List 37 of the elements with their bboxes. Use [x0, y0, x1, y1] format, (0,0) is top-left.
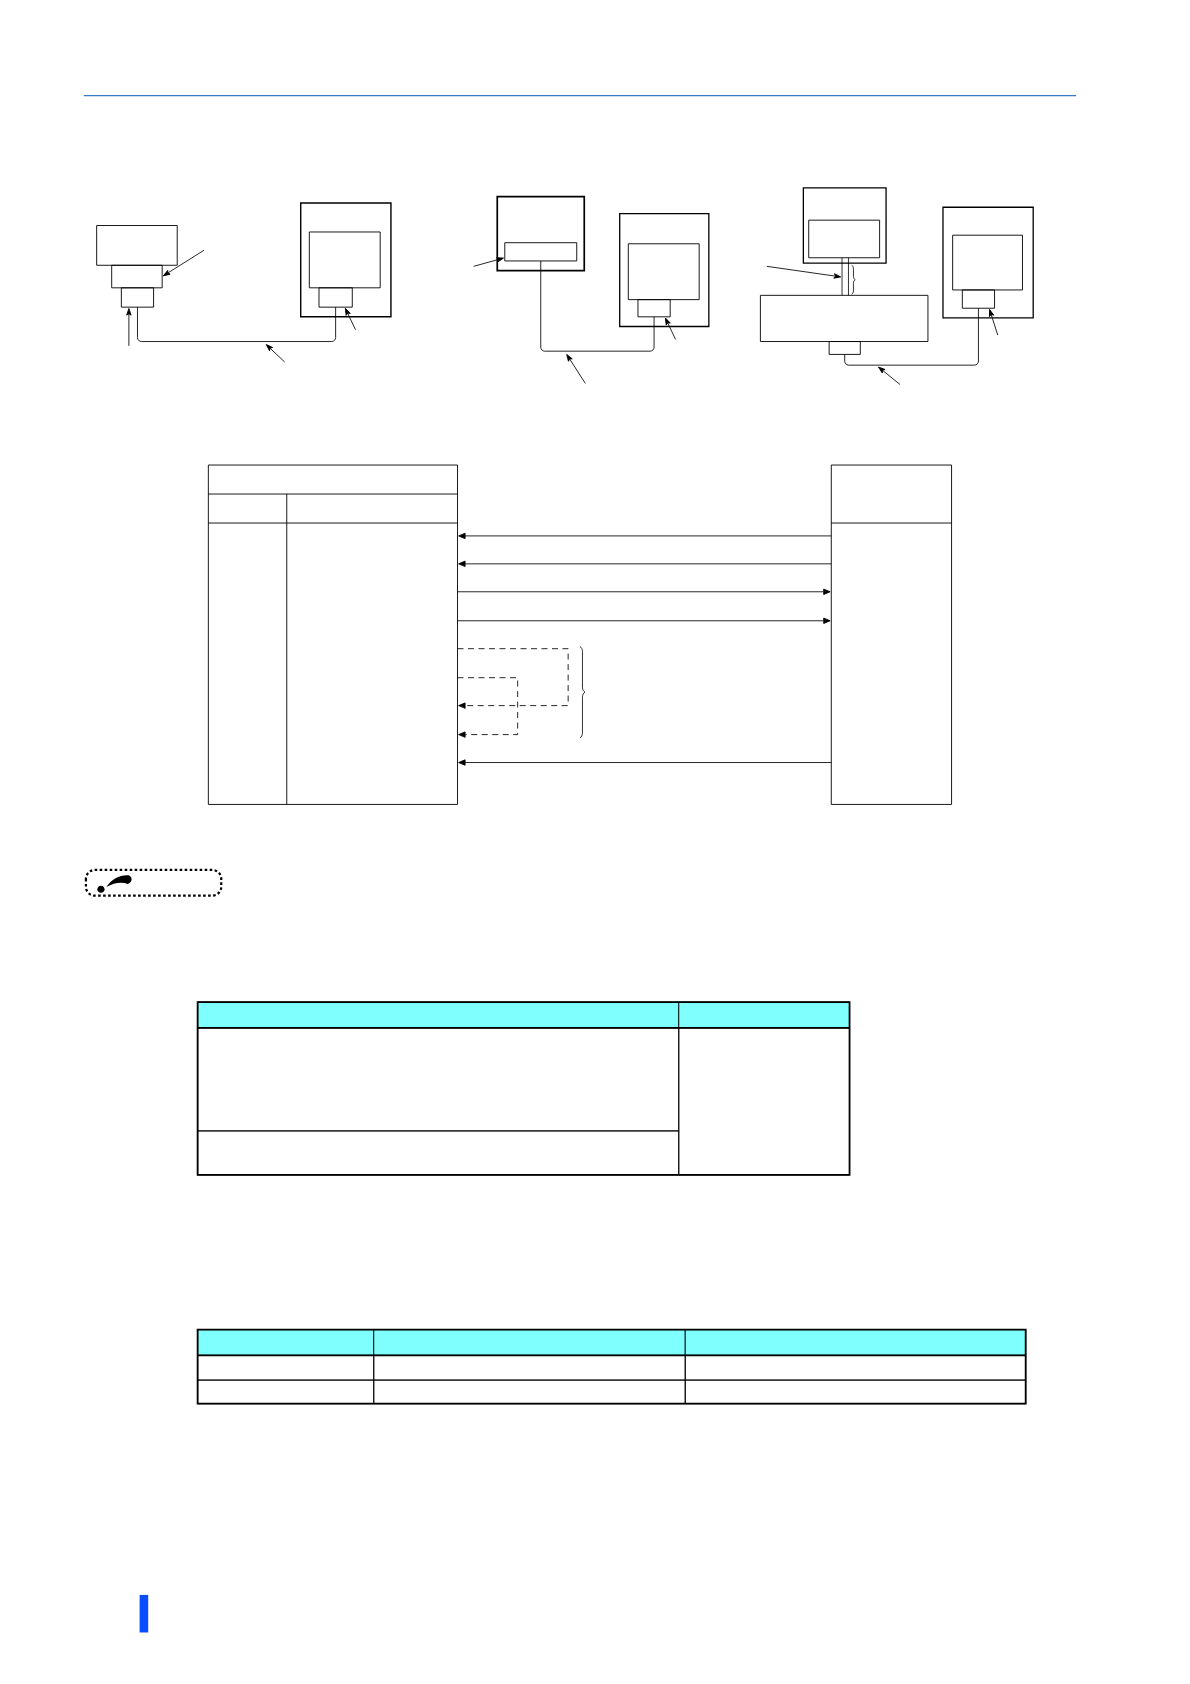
- table-box: [207, 464, 458, 805]
- unit-box: [496, 195, 586, 272]
- cabinet: [619, 213, 710, 328]
- leader-line: [126, 308, 132, 347]
- cabinet: [942, 206, 1034, 319]
- unit-box: [802, 187, 887, 264]
- inner-panel: [627, 243, 700, 301]
- plug: [120, 287, 155, 308]
- port-bar: [504, 242, 578, 262]
- inner-panel: [808, 219, 881, 259]
- device-box: [96, 225, 178, 266]
- inner-panel: [952, 234, 1023, 291]
- cabinet: [300, 202, 392, 318]
- leader-line: [766, 265, 842, 279]
- connector: [961, 289, 995, 309]
- arrow: [457, 648, 569, 709]
- leader-line: [664, 317, 676, 340]
- connecting-bar: [841, 257, 849, 296]
- leader-line: [162, 249, 205, 277]
- arrow: [457, 677, 519, 738]
- connector: [828, 341, 861, 355]
- connector-block: [111, 264, 163, 289]
- device-column: [830, 464, 953, 805]
- leader-line: [989, 309, 999, 336]
- base-unit: [759, 294, 929, 342]
- arrow: [458, 759, 832, 766]
- connector: [637, 299, 671, 318]
- arrow: [457, 588, 831, 595]
- arrow: [458, 532, 832, 540]
- inner-panel: [308, 231, 381, 289]
- arrow: [457, 617, 831, 624]
- leader-line: [344, 307, 356, 331]
- cable: [540, 260, 655, 352]
- arrow: [458, 560, 832, 567]
- connector: [318, 287, 353, 308]
- leader-line: [473, 257, 504, 267]
- cable: [137, 306, 337, 342]
